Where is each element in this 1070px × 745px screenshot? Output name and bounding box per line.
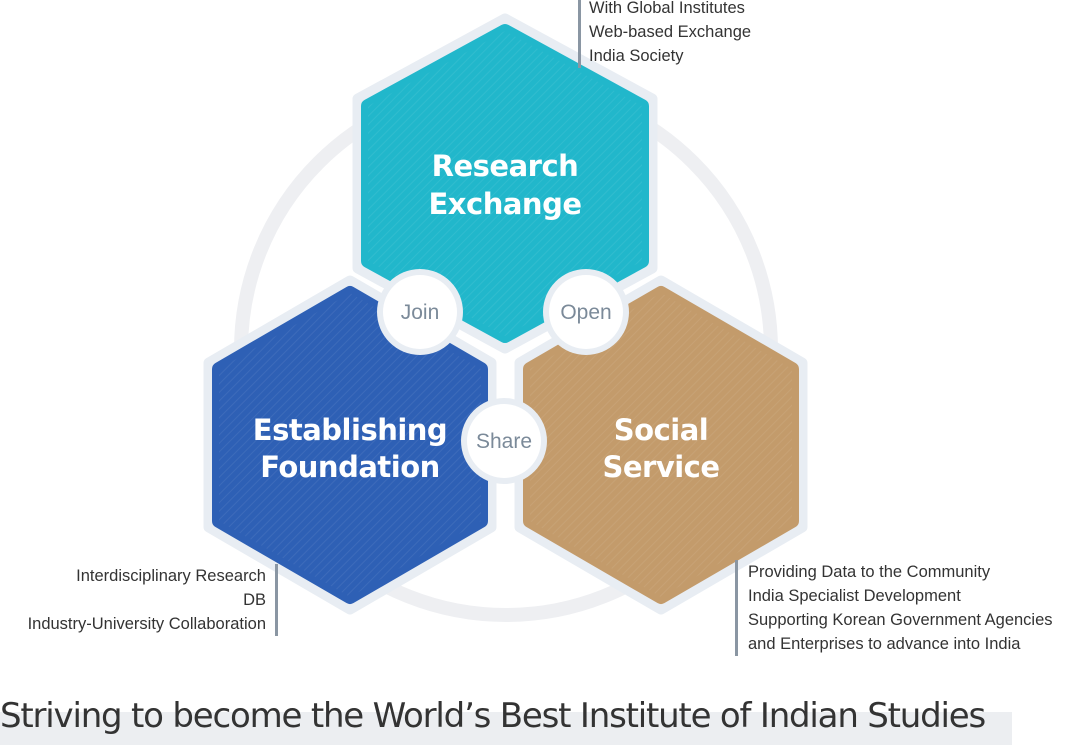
note-item: and Enterprises to advance into India — [748, 635, 1021, 653]
connector-share: Share — [461, 398, 547, 484]
note-item: India Specialist Development — [748, 587, 961, 605]
social-service-title: Social — [614, 413, 708, 447]
note-item: Interdisciplinary Research — [76, 567, 266, 585]
hexagon-research-exchange: Research Exchange — [352, 13, 658, 354]
connector-share-label: Share — [476, 430, 532, 453]
note-item: Web-based Exchange — [589, 23, 752, 41]
connector-open: Open — [543, 269, 629, 355]
note-research-exchange: With Global Institutes Web-based Exchang… — [578, 0, 751, 68]
note-item: Providing Data to the Community — [748, 563, 991, 581]
establishing-foundation-title-line2: Foundation — [260, 450, 440, 484]
note-item: India Society — [589, 47, 684, 65]
connector-join-label: Join — [401, 301, 440, 324]
note-item: Supporting Korean Government Agencies — [748, 611, 1053, 629]
hexagon-establishing-foundation: Establishing Foundation — [203, 275, 497, 615]
note-item: Industry-University Collaboration — [27, 615, 266, 633]
slogan-highlight-bar — [0, 712, 1012, 745]
research-exchange-title: Research — [432, 149, 579, 183]
connector-join: Join — [377, 269, 463, 355]
note-establishing-foundation: Interdisciplinary Research DB Industry-U… — [28, 564, 278, 636]
establishing-foundation-title: Establishing — [253, 413, 447, 447]
note-social-service: Providing Data to the Community India Sp… — [735, 560, 1053, 656]
research-exchange-title-line2: Exchange — [429, 187, 582, 221]
hexagon-social-service: Social Service — [514, 275, 808, 615]
social-service-title-line2: Service — [602, 450, 719, 484]
note-item: With Global Institutes — [589, 0, 745, 17]
slogan-heading: Striving to become the World’s Best Inst… — [0, 696, 986, 736]
connector-open-label: Open — [560, 301, 611, 324]
note-item: DB — [243, 591, 266, 609]
